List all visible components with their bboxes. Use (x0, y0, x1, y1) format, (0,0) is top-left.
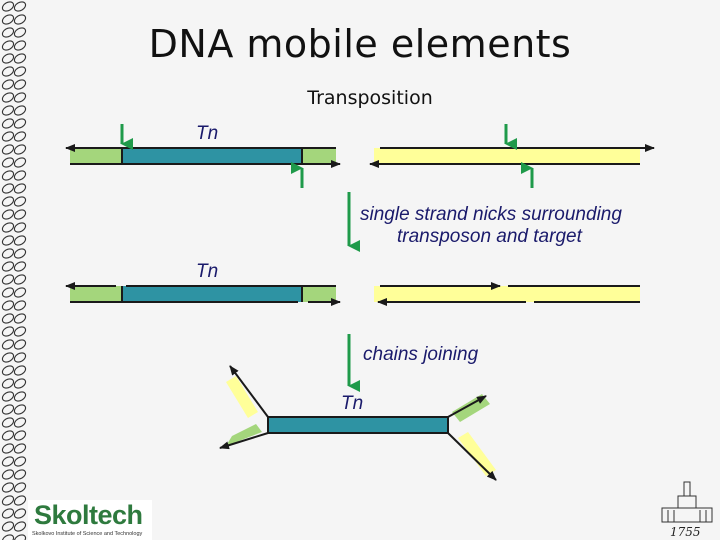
row1-transposon-dna (65, 144, 341, 168)
joined-transposon (267, 416, 449, 434)
university-emblem-icon (661, 481, 713, 523)
emblem-year: 1755 (670, 525, 701, 539)
tn-label-row2: Tn (196, 261, 218, 282)
lower-left-flank-arm (219, 424, 269, 450)
upper-left-target-arm (226, 365, 269, 418)
upper-right-flank-arm (447, 394, 490, 422)
row2-transposon-dna (65, 282, 341, 306)
step2-label: chains joining (363, 344, 479, 365)
skoltech-logo: Skoltech Skolkovo Institute of Science a… (28, 500, 152, 540)
step1-label-line2: transposon and target (397, 226, 583, 247)
step1-label-line1: single strand nicks surrounding (360, 204, 622, 225)
lower-right-target-arm (447, 432, 497, 481)
logo-tagline: Skolkovo Institute of Science and Techno… (32, 531, 143, 537)
logo-wordmark: Skoltech (34, 500, 143, 530)
row1-target-dna (369, 144, 655, 168)
slide-subtitle: Transposition (307, 87, 433, 109)
tn-label-row1: Tn (196, 123, 218, 144)
decorative-border (0, 0, 28, 540)
tn-label-row3: Tn (341, 393, 363, 414)
slide-title: DNA mobile elements (148, 22, 572, 66)
row2-target-dna (374, 282, 640, 306)
